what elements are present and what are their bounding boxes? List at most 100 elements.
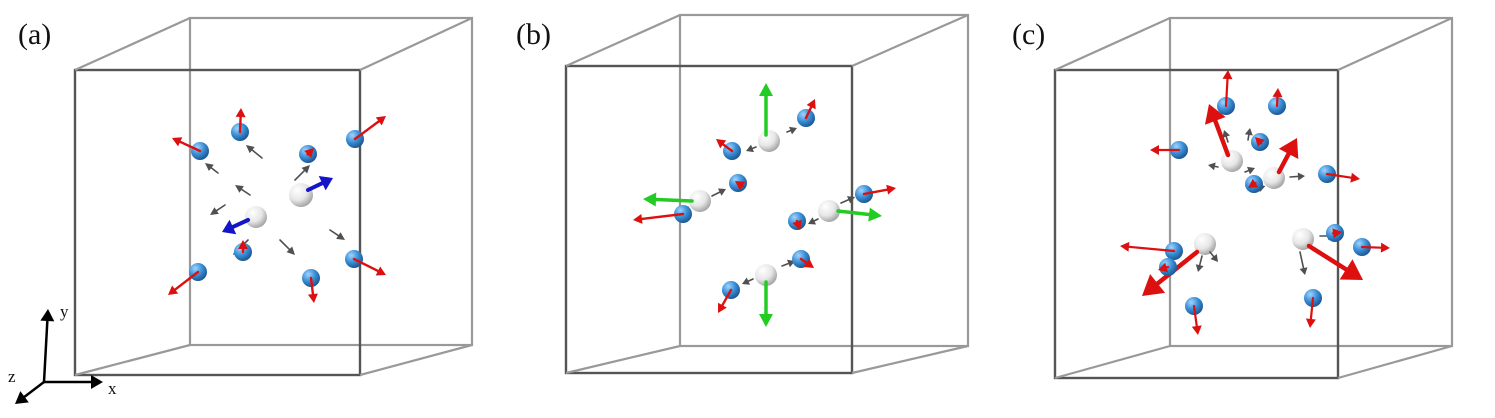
- arrow-stem: [240, 117, 241, 132]
- cation-atom: [758, 130, 780, 152]
- displacement-arrow: [1245, 167, 1255, 174]
- cube-edge: [75, 345, 190, 375]
- arrow-head: [1120, 242, 1129, 252]
- cube-edge: [1055, 18, 1170, 70]
- cube-edge: [75, 18, 190, 70]
- cube-edge: [566, 15, 680, 66]
- arrow-stem: [1226, 137, 1228, 142]
- displacement-arrow: [759, 83, 773, 135]
- arrow-head: [235, 185, 244, 193]
- displacement-arrow: [746, 145, 756, 152]
- arrow-stem: [748, 279, 753, 281]
- arrow-stem: [712, 192, 720, 196]
- cube-back-face: [680, 15, 968, 346]
- arrow-stem: [841, 200, 849, 203]
- arrow-head: [308, 293, 318, 303]
- arrow-head: [643, 193, 656, 207]
- cube-edge: [852, 346, 968, 373]
- displacement-arrow: [759, 282, 773, 327]
- displacement-arrow: [222, 220, 248, 235]
- displacement-arrow: [643, 193, 692, 207]
- arrow-stem: [175, 272, 198, 290]
- displacement-arrow: [1279, 138, 1298, 172]
- arrow-head: [336, 232, 345, 240]
- displacement-arrow: [280, 240, 295, 255]
- arrow-head: [40, 309, 54, 321]
- arrow-head: [1300, 267, 1308, 275]
- arrow-stem: [211, 168, 218, 173]
- cube-edge: [566, 346, 680, 373]
- cube-frame: [1055, 18, 1452, 378]
- displacement-arrow: [1210, 252, 1218, 262]
- displacement-arrow: [330, 230, 345, 240]
- cation-atom: [245, 206, 267, 228]
- displacement-arrow: [354, 259, 386, 275]
- displacement-arrow: [210, 205, 225, 215]
- arrow-stem: [752, 147, 756, 148]
- cube-frame: [75, 18, 472, 375]
- arrow-stem: [355, 121, 379, 139]
- arrow-stem: [330, 230, 338, 236]
- arrow-head: [1150, 145, 1159, 155]
- arrow-head: [633, 214, 643, 224]
- displacement-arrow: [1120, 242, 1174, 252]
- cube-back-face: [190, 18, 472, 345]
- displacement-arrow: [235, 185, 250, 195]
- displacement-arrow: [15, 382, 44, 404]
- arrow-stem: [252, 150, 262, 158]
- arrow-stem: [787, 131, 791, 132]
- arrow-stem: [295, 171, 304, 180]
- displacement-arrow: [40, 309, 54, 382]
- arrow-head: [376, 116, 386, 125]
- displacement-arrow: [308, 176, 333, 190]
- arrow-stem: [233, 220, 248, 227]
- arrow-stem: [1362, 247, 1381, 248]
- arrow-stem: [1309, 246, 1346, 269]
- displacement-arrow: [205, 163, 218, 173]
- displacement-arrow: [838, 208, 882, 222]
- panel-label-a: (a): [18, 20, 51, 50]
- cube-edge: [360, 345, 472, 375]
- arrow-head: [236, 108, 246, 117]
- arrow-stem: [1245, 171, 1249, 172]
- displacement-arrow: [1290, 172, 1305, 180]
- arrow-stem: [814, 219, 818, 221]
- arrow-stem: [1200, 256, 1202, 265]
- arrow-stem: [242, 189, 250, 195]
- arrow-head: [1196, 264, 1204, 272]
- displacement-arrow: [1300, 252, 1308, 275]
- arrow-head: [91, 375, 103, 389]
- arrow-head: [1298, 172, 1305, 180]
- displacement-arrow: [295, 165, 310, 180]
- arrow-head: [868, 208, 882, 222]
- arrow-head: [759, 314, 773, 327]
- arrow-head: [1245, 128, 1253, 136]
- axis-label-y: y: [60, 303, 69, 320]
- cube-edge: [852, 15, 968, 66]
- panel-label-c: (c): [1012, 20, 1045, 50]
- arrow-stem: [1277, 97, 1278, 106]
- displacement-arrow: [168, 272, 198, 295]
- arrow-head: [1350, 173, 1360, 183]
- axis-label-x: x: [108, 380, 117, 397]
- arrow-head: [205, 163, 214, 171]
- cation-atom: [1221, 150, 1243, 172]
- displacement-arrow: [1196, 256, 1204, 272]
- arrow-stem: [1248, 135, 1249, 140]
- arrow-head: [886, 185, 896, 195]
- arrow-stem: [280, 240, 289, 249]
- arrow-stem: [838, 211, 869, 215]
- arrow-stem: [217, 205, 225, 211]
- arrow-stem: [656, 200, 692, 201]
- arrow-head: [1223, 70, 1233, 79]
- arrow-head: [1381, 243, 1390, 253]
- arrow-head: [1208, 162, 1216, 170]
- arrow-head: [1192, 325, 1202, 335]
- arrow-stem: [44, 321, 47, 382]
- panel-label-b: (b): [516, 20, 551, 50]
- arrow-head: [15, 391, 29, 404]
- displacement-arrow: [742, 277, 753, 284]
- displacement-arrow: [1208, 162, 1218, 170]
- cube-front-face: [75, 70, 360, 375]
